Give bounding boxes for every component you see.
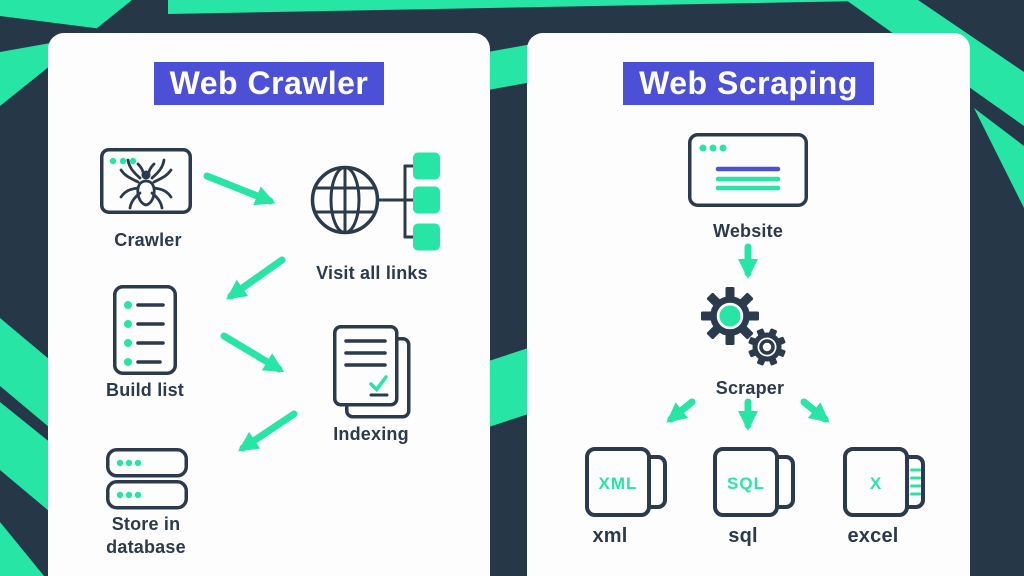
browser-dot xyxy=(129,157,137,165)
spider-glyph xyxy=(119,158,173,210)
web-crawler-panel: Web Crawler Crawler xyxy=(48,33,490,576)
database-servers-icon xyxy=(106,448,188,510)
browser-window-icon xyxy=(688,133,808,207)
stripe-top xyxy=(168,0,916,14)
web-scraping-title: Web Scraping xyxy=(623,62,874,106)
build-list-label: Build list xyxy=(106,380,184,400)
sql-label: sql xyxy=(728,525,758,547)
web-crawler-title: Web Crawler xyxy=(153,62,385,106)
small-gear xyxy=(748,328,786,366)
browser-dot xyxy=(119,157,127,165)
store-in-database-label: Store in database xyxy=(106,514,186,557)
scraper-label: Scraper xyxy=(715,378,785,398)
visit-all-links-label: Visit all links xyxy=(316,263,428,283)
link-node xyxy=(413,152,440,180)
stripe-top-right-lower xyxy=(974,108,1024,208)
stripe-bottom-left-corner xyxy=(0,522,44,576)
xml-file-icon: XML xyxy=(585,447,667,517)
spider-browser-icon xyxy=(100,148,192,214)
sql-file-icon: SQL xyxy=(713,447,795,517)
stripe-left-1 xyxy=(0,318,62,438)
excel-file-icon: X xyxy=(843,447,925,517)
checklist-icon xyxy=(113,285,177,375)
web-scraping-panel: Web Scraping Website xyxy=(527,33,970,576)
web-scraping-title-wrap: Web Scraping xyxy=(527,62,970,106)
browser-dot xyxy=(109,157,117,165)
web-crawler-title-wrap: Web Crawler xyxy=(48,62,490,106)
xml-label: xml xyxy=(592,525,628,547)
xml-file-text: XML xyxy=(599,474,638,493)
crawler-label: Crawler xyxy=(114,230,182,250)
documents-check-icon xyxy=(333,325,411,419)
excel-label: excel xyxy=(847,525,899,547)
indexing-label: Indexing xyxy=(333,424,409,444)
globe-links-icon xyxy=(310,152,440,251)
sql-file-text: SQL xyxy=(727,474,765,493)
excel-file-text: X xyxy=(870,474,882,493)
gears-icon xyxy=(701,287,786,366)
stripe-left-2 xyxy=(0,402,62,522)
check-mark xyxy=(369,375,388,393)
link-node xyxy=(413,186,440,214)
link-node xyxy=(413,223,440,251)
website-label: Website xyxy=(712,221,784,241)
large-gear xyxy=(701,287,759,345)
